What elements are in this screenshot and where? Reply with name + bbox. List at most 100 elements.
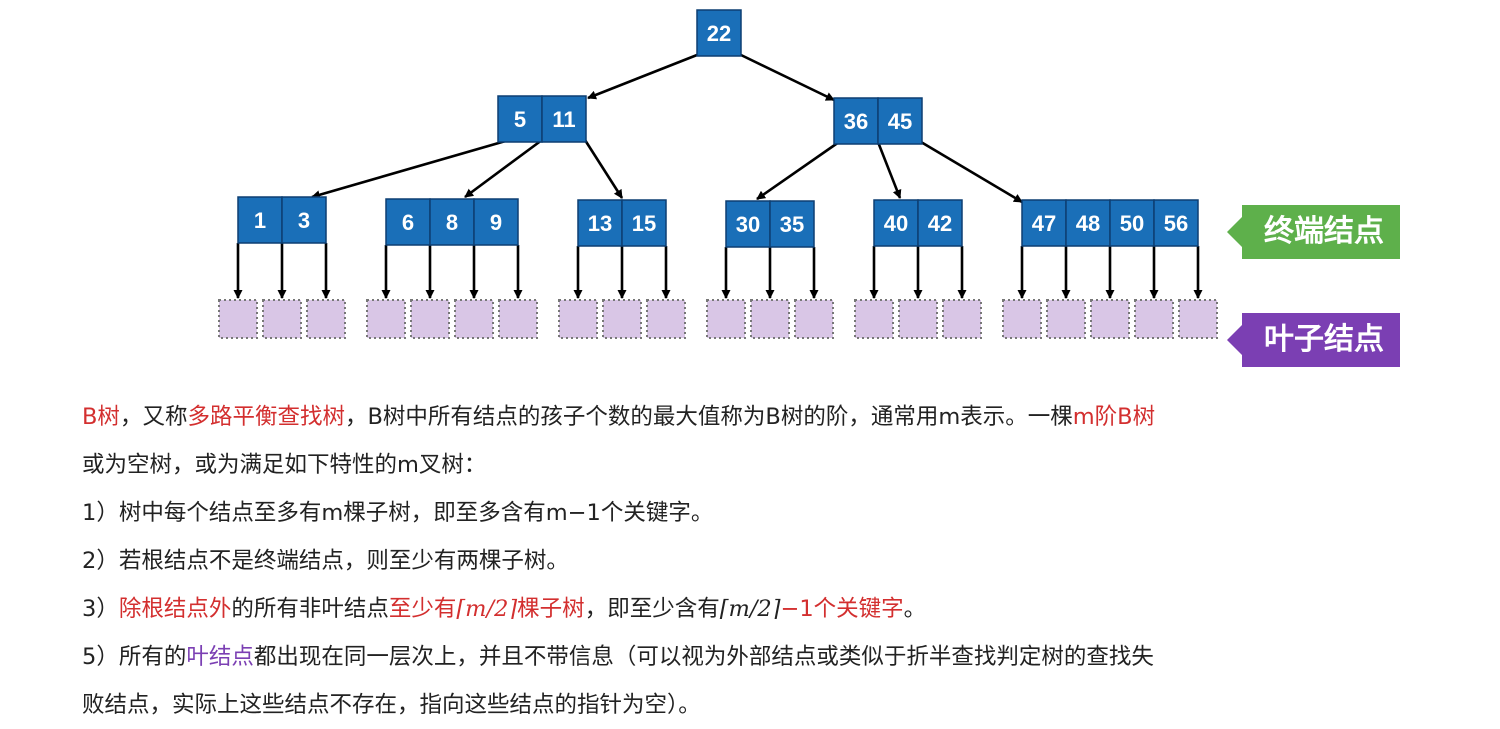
key-box [917,199,963,247]
tree-key-cell: 1 [237,196,283,244]
math-ceil-m-over-2: ⌈m/2⌉ [719,596,781,622]
key-value: 35 [780,212,804,237]
tree-key-cell: 22 [696,9,742,57]
tree-key-cell: 48 [1065,199,1111,247]
key-value: 22 [707,21,731,46]
leaf-node [898,299,938,339]
leaf-node [602,299,642,339]
definition-continuation: 或为空树，或为满足如下特性的m叉树： [82,452,487,478]
key-value: 9 [490,210,502,235]
key-value: 36 [844,109,868,134]
b-tree-definition-text: B树，又称多路平衡查找树，B树中所有结点的孩子个数的最大值称为B树的阶，通常用m… [82,393,1412,729]
tree-key-cell: 6 [385,198,431,246]
property-3: 3）除根结点外的所有非叶结点至少有⌈m/2⌉棵子树，即至少含有⌈m/2⌉−1个关… [82,585,1412,633]
key-value: 15 [632,211,656,236]
term-multiway-balanced-search-tree: 多路平衡查找树 [187,404,345,430]
tree-key-cell: 9 [473,198,519,246]
tree-key-cell: 45 [877,97,923,145]
key-box [473,198,519,246]
tree-edge [311,138,510,200]
key-box [541,95,587,143]
text-span: ，B树中所有结点的孩子个数的最大值称为B树的阶，通常用m表示。一棵 [344,404,1073,430]
property-2: 2）若根结点不是终端结点，则至少有两棵子树。 [82,548,569,574]
key-value: 56 [1164,211,1188,236]
key-value: 11 [552,107,575,132]
leaf-node [1046,299,1086,339]
key-box [385,198,431,246]
leaf-node [942,299,982,339]
leaf-node [1090,299,1130,339]
text-span: 5）所有的 [82,644,187,670]
key-box [725,200,771,248]
leaf-node [454,299,494,339]
tree-key-cell: 35 [769,200,815,248]
key-value: 3 [298,208,310,233]
key-value: 6 [402,210,414,235]
tree-edges [233,53,1203,299]
tree-edge [920,140,1023,204]
tree-key-cell: 42 [917,199,963,247]
leaf-node [410,299,450,339]
text-span: −1个关键字 [780,596,904,622]
key-box [497,95,543,143]
leaf-node [262,299,302,339]
tree-edge [756,140,840,201]
text-span: 至少有 [388,596,457,622]
key-value: 13 [588,211,612,236]
leaf-node [1002,299,1042,339]
key-box [621,199,667,247]
key-value: 47 [1032,211,1056,236]
text-span: ，又称 [119,404,188,430]
tree-key-cell: 15 [621,199,667,247]
tree-edge [583,139,624,199]
key-value: 5 [514,107,526,132]
key-box [1153,199,1199,247]
leaf-node [1134,299,1174,339]
definition-paragraph: B树，又称多路平衡查找树，B树中所有结点的孩子个数的最大值称为B树的阶，通常用m… [82,393,1412,441]
key-value: 8 [446,210,458,235]
term-m-order-b-tree: m阶B树 [1072,404,1156,430]
tree-edge [876,141,902,199]
key-box [769,200,815,248]
leaf-node-label: 叶子结点 [1227,313,1400,367]
tree-key-cell: 11 [541,95,587,143]
leaf-node [498,299,538,339]
key-value: 50 [1120,211,1144,236]
key-box [1109,199,1155,247]
text-span: 都出现在同一层次上，并且不带信息（可以视为外部结点或类似于折半查找判定树的查找失 [253,644,1154,670]
key-value: 42 [928,211,952,236]
text-span: 。 [903,596,927,622]
tree-key-cell: 5 [497,95,543,143]
term-b-tree: B树 [82,404,120,430]
property-5-continuation: 败结点，实际上这些结点不存在，指向这些结点的指针为空）。 [82,692,701,718]
key-box [873,199,919,247]
property-1: 1）树中每个结点至多有m棵子树，即至多含有m−1个关键字。 [82,500,714,526]
text-span: 棵子树 [517,596,585,622]
leaf-node [854,299,894,339]
key-box [1065,199,1111,247]
text-span: 除根结点外 [118,596,232,622]
text-span: ，即至少含有 [584,596,720,622]
leaf-node [706,299,746,339]
leaf-node [646,299,686,339]
leaf-node [794,299,834,339]
math-ceil-m-over-2: ⌈m/2⌉ [456,596,518,622]
tree-key-cell: 30 [725,200,771,248]
key-value: 40 [884,211,908,236]
tree-key-cell: 13 [577,199,623,247]
tree-key-cell: 8 [429,198,475,246]
key-box [833,97,879,145]
text-span: 3） [82,596,119,622]
tree-key-cell: 3 [281,196,327,244]
key-value: 1 [254,208,266,233]
text-span: 的所有非叶结点 [231,596,389,622]
leaf-node [366,299,406,339]
leaf-node [558,299,598,339]
key-value: 30 [736,212,760,237]
tree-key-cell: 56 [1153,199,1199,247]
key-box [237,196,283,244]
leaf-node [218,299,258,339]
leaf-nodes [218,299,1218,339]
key-value: 45 [888,109,912,134]
tree-edge [587,53,698,100]
